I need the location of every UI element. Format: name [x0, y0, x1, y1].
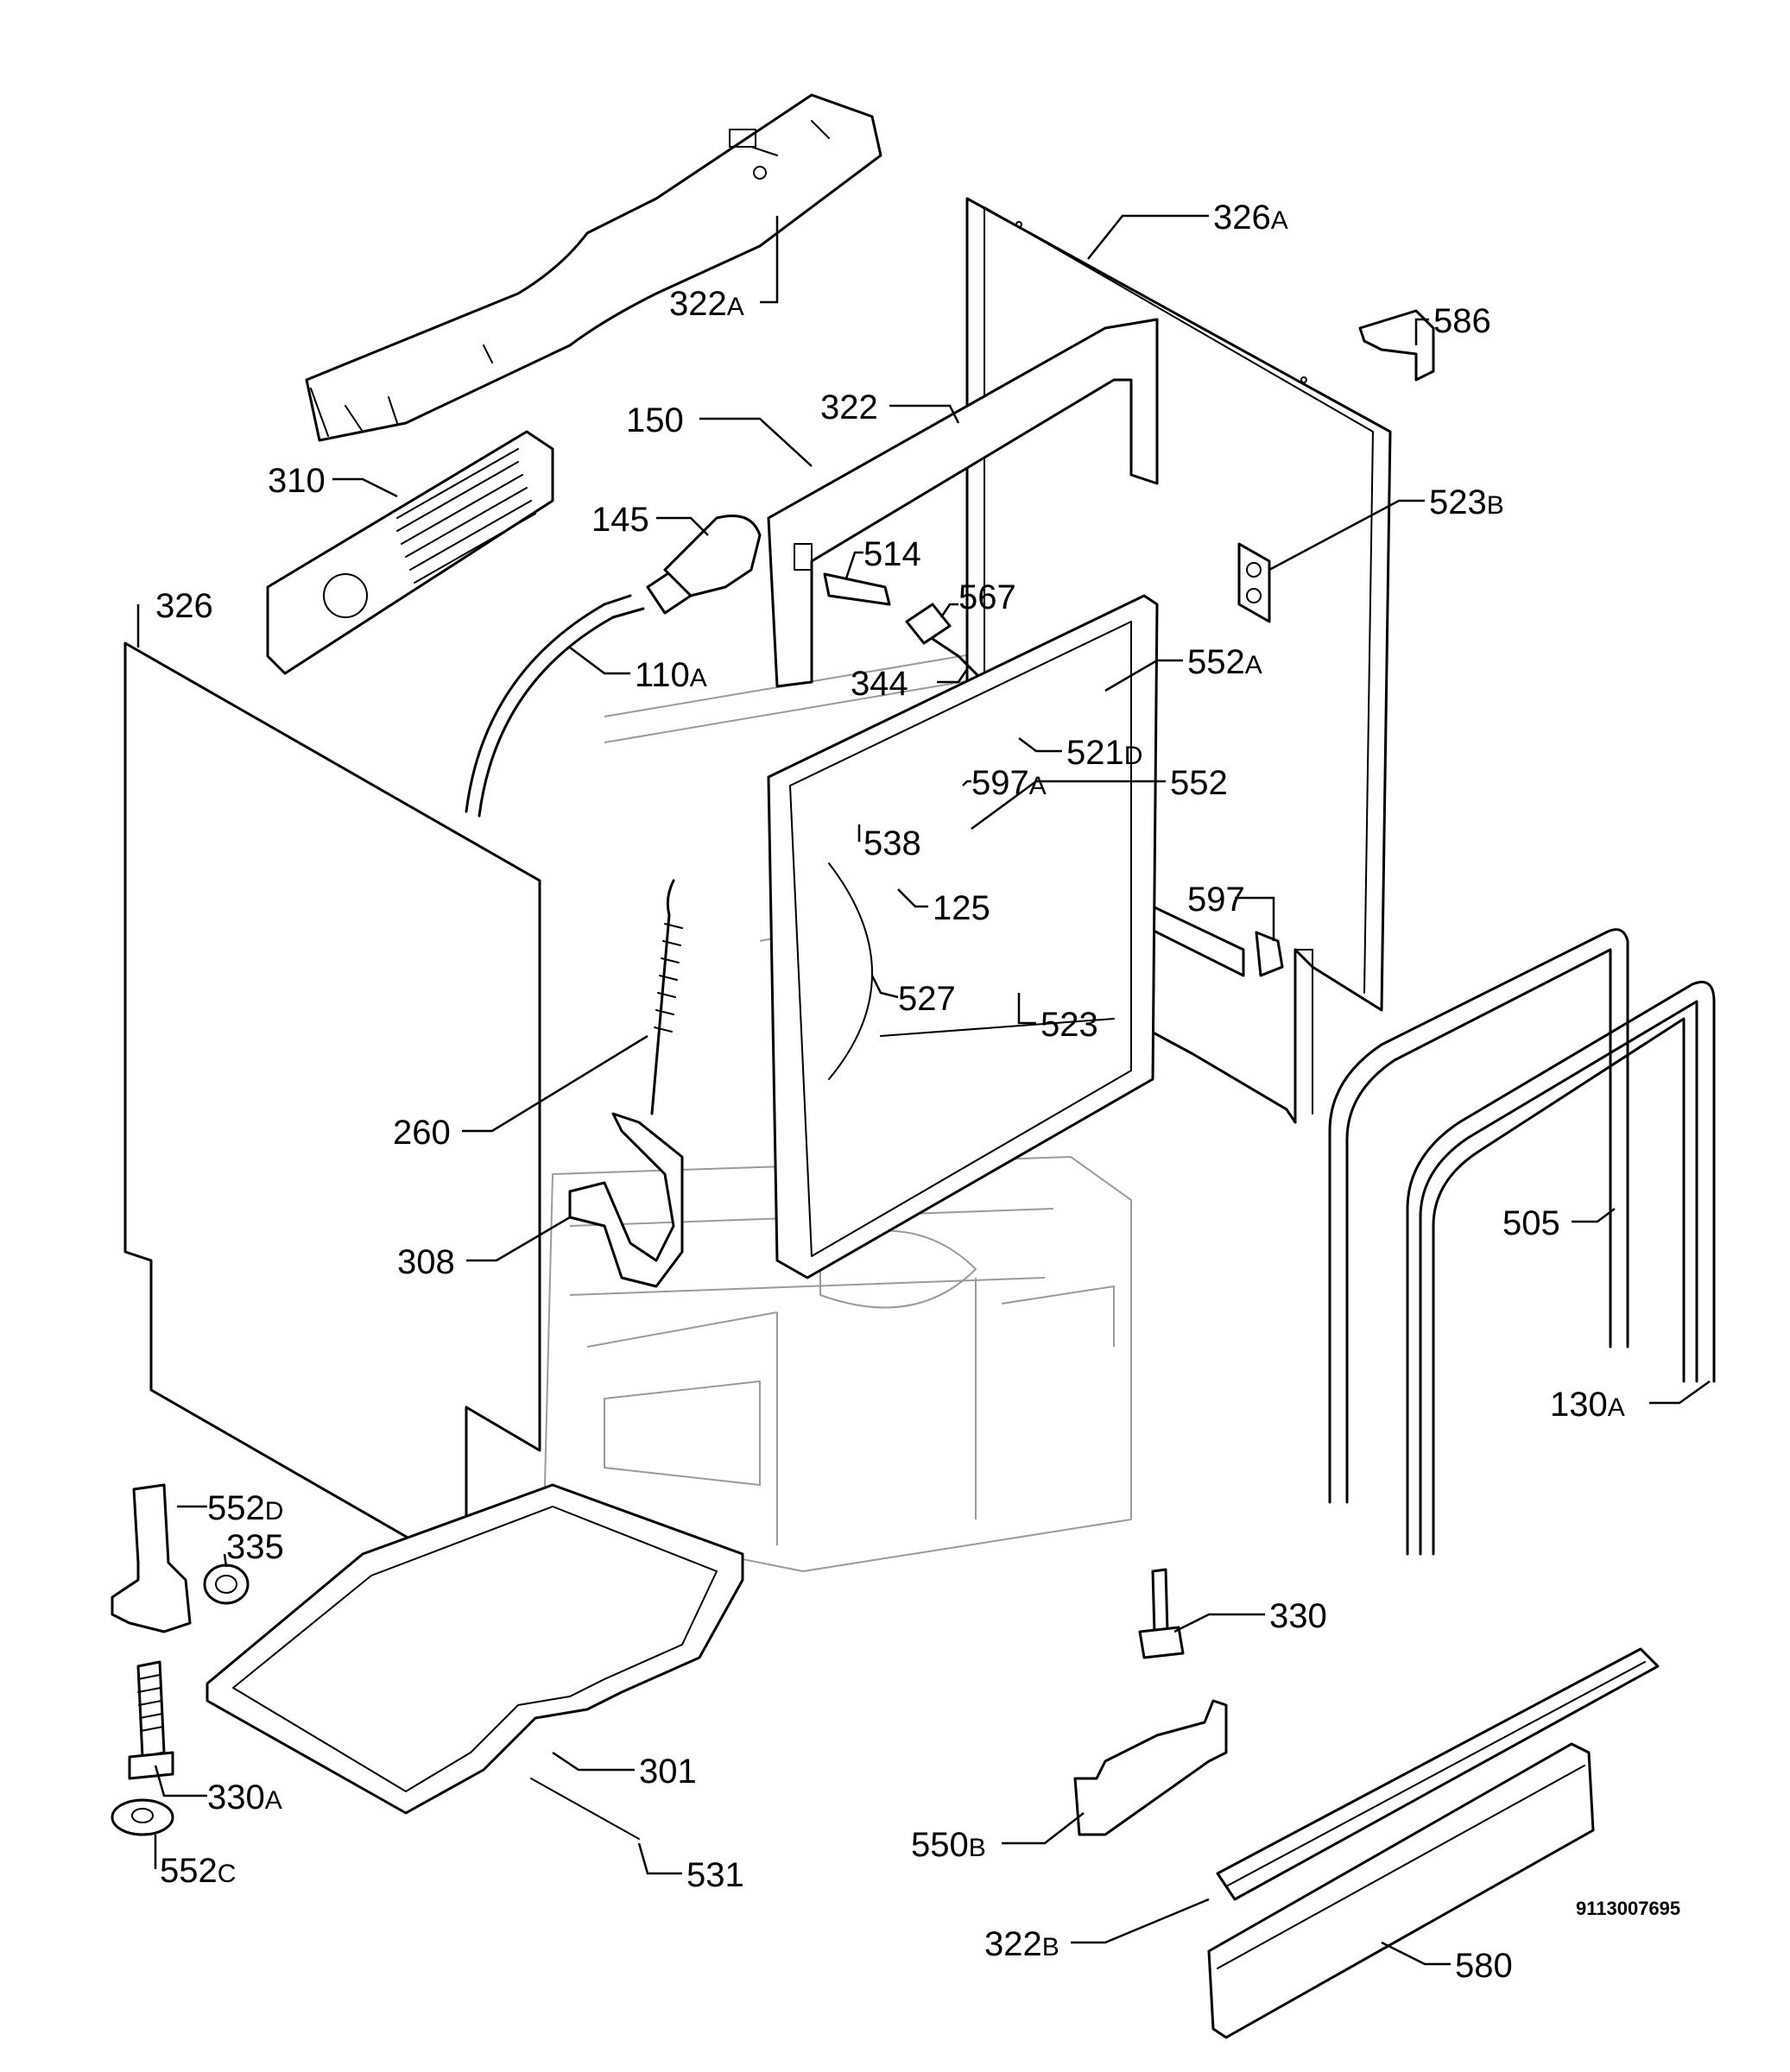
callout-344: 344	[851, 665, 908, 703]
callout-125: 125	[933, 889, 990, 927]
callout-523: 523	[1040, 1006, 1098, 1044]
callout-514: 514	[863, 535, 921, 573]
callout-labels: 326A 322A 586 150 322 310 145 523B 514 5…	[155, 199, 1625, 1985]
callout-301: 301	[639, 1753, 697, 1791]
part-spring-260	[650, 879, 683, 1115]
part-bracket-586	[1358, 309, 1435, 382]
part-rod-531	[530, 1778, 640, 1840]
part-pad-552c	[111, 1798, 174, 1836]
part-rail-322b	[1216, 1647, 1660, 1901]
callout-326a: 326A	[1213, 199, 1288, 237]
part-grille-310	[266, 430, 554, 675]
callout-322a: 322A	[669, 285, 744, 323]
callout-310: 310	[268, 462, 326, 500]
part-connector-145	[663, 515, 762, 597]
leader-lines	[136, 214, 1711, 1966]
part-seal-130a	[1406, 981, 1716, 1556]
callout-586: 586	[1433, 302, 1491, 340]
callout-552d: 552D	[207, 1489, 283, 1527]
part-hinge-308	[568, 1112, 684, 1288]
callout-505: 505	[1502, 1204, 1560, 1242]
callout-597: 597	[1187, 881, 1245, 919]
callout-552: 552	[1170, 764, 1228, 802]
callout-322b: 322B	[984, 1925, 1059, 1963]
callout-330a: 330A	[207, 1778, 282, 1816]
part-top-cover-322a	[305, 93, 882, 442]
part-foot-330	[1138, 1568, 1185, 1659]
callout-145: 145	[591, 501, 649, 539]
part-nut-335	[203, 1563, 250, 1605]
callout-260: 260	[393, 1114, 451, 1152]
callout-330: 330	[1269, 1597, 1327, 1635]
callout-538: 538	[863, 824, 921, 862]
part-door-frame	[767, 594, 1159, 1279]
callout-326: 326	[155, 587, 213, 625]
part-base-frame-301	[206, 1483, 744, 1815]
callout-335: 335	[226, 1528, 284, 1566]
part-side-panel-326	[123, 641, 541, 1573]
callout-567: 567	[958, 578, 1016, 616]
callout-521d: 521D	[1066, 734, 1142, 772]
callout-597a: 597A	[971, 764, 1047, 802]
callout-531: 531	[686, 1856, 744, 1894]
callout-527: 527	[898, 980, 956, 1018]
part-frame-322	[767, 318, 1159, 688]
callout-110a: 110A	[635, 656, 707, 694]
drawing-number: 9113007695	[1576, 1898, 1680, 1919]
callout-308: 308	[397, 1243, 455, 1281]
part-foot-552d	[111, 1483, 192, 1633]
callout-523b: 523B	[1429, 483, 1504, 521]
callout-580: 580	[1455, 1947, 1513, 1985]
callout-150: 150	[626, 401, 684, 439]
callout-552a: 552A	[1187, 643, 1262, 681]
part-bracket-550b	[1073, 1699, 1228, 1836]
callout-550b: 550B	[911, 1826, 986, 1864]
part-rail-580	[1207, 1742, 1595, 2039]
part-screw-330a	[128, 1660, 174, 1780]
callout-322: 322	[820, 388, 878, 426]
part-seal-505	[1328, 928, 1629, 1504]
callout-552c: 552C	[160, 1852, 236, 1890]
callout-130a: 130A	[1550, 1386, 1625, 1424]
